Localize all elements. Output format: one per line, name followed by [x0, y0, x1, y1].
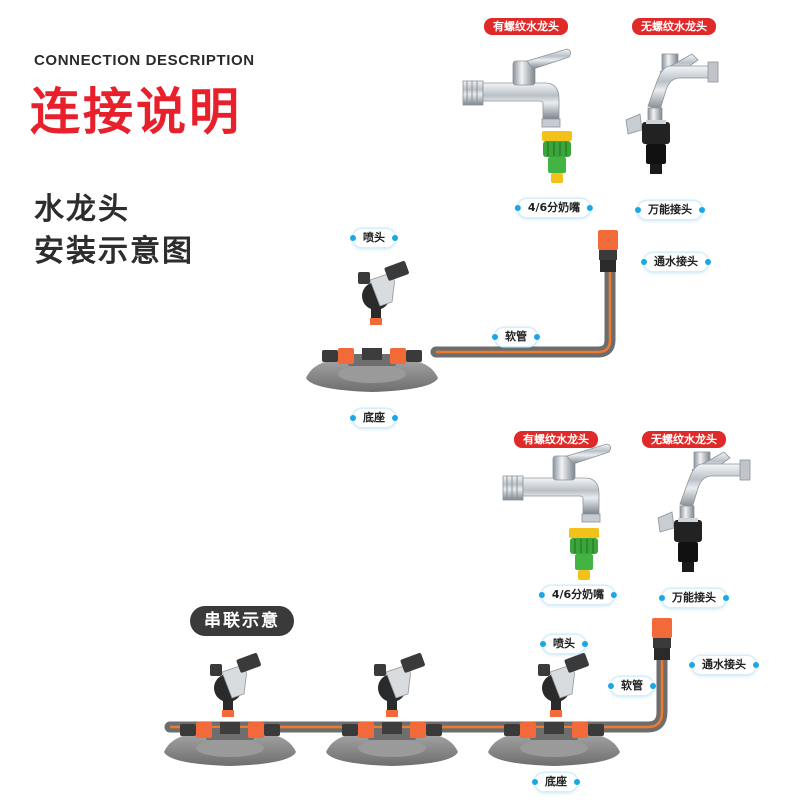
series-label-sprinkler-head: 喷头	[540, 635, 588, 653]
english-title: CONNECTION DESCRIPTION	[34, 52, 255, 69]
label-unthreaded-tap: 无螺纹水龙头	[632, 18, 716, 35]
series-head-3-image	[537, 651, 590, 718]
label-threaded-tap: 有螺纹水龙头	[484, 18, 568, 35]
label-connector: 通水接头	[641, 253, 711, 271]
threaded-tap-image	[462, 48, 572, 128]
series-label-nozzle-adapter: 4/6分奶嘴	[538, 586, 618, 604]
series-label-threaded-tap: 有螺纹水龙头	[514, 431, 598, 448]
series-nozzle-adapter-image	[568, 527, 600, 581]
sprinkler-head-image	[357, 259, 410, 326]
series-label-hose: 软管	[608, 677, 656, 695]
series-label-base: 底座	[532, 773, 580, 791]
series-hose-connector-image	[652, 618, 672, 660]
series-base-3-image	[488, 722, 620, 766]
series-label-connector: 通水接头	[689, 656, 759, 674]
label-sprinkler-head: 喷头	[350, 229, 398, 247]
series-head-1-image	[209, 651, 262, 718]
sprinkler-base-image	[306, 348, 438, 392]
series-label-universal-adapter: 万能接头	[659, 589, 729, 607]
subtitle-line-1: 水龙头	[34, 192, 130, 227]
universal-tap-image	[625, 53, 719, 175]
series-head-2-image	[373, 651, 426, 718]
series-title: 串联示意	[190, 606, 294, 636]
page-title: 连接说明	[30, 83, 242, 141]
series-label-unthreaded-tap: 无螺纹水龙头	[642, 431, 726, 448]
series-base-2-image	[326, 722, 458, 766]
label-nozzle-adapter: 4/6分奶嘴	[514, 199, 594, 217]
label-hose: 软管	[492, 328, 540, 346]
series-threaded-tap-image	[502, 443, 612, 523]
label-base: 底座	[350, 409, 398, 427]
series-universal-tap-image	[657, 451, 751, 573]
hose-connector-image	[598, 230, 618, 272]
subtitle-line-2: 安装示意图	[34, 234, 194, 269]
nozzle-adapter-image	[541, 130, 573, 184]
series-base-1-image	[164, 722, 296, 766]
label-universal-adapter: 万能接头	[635, 201, 705, 219]
